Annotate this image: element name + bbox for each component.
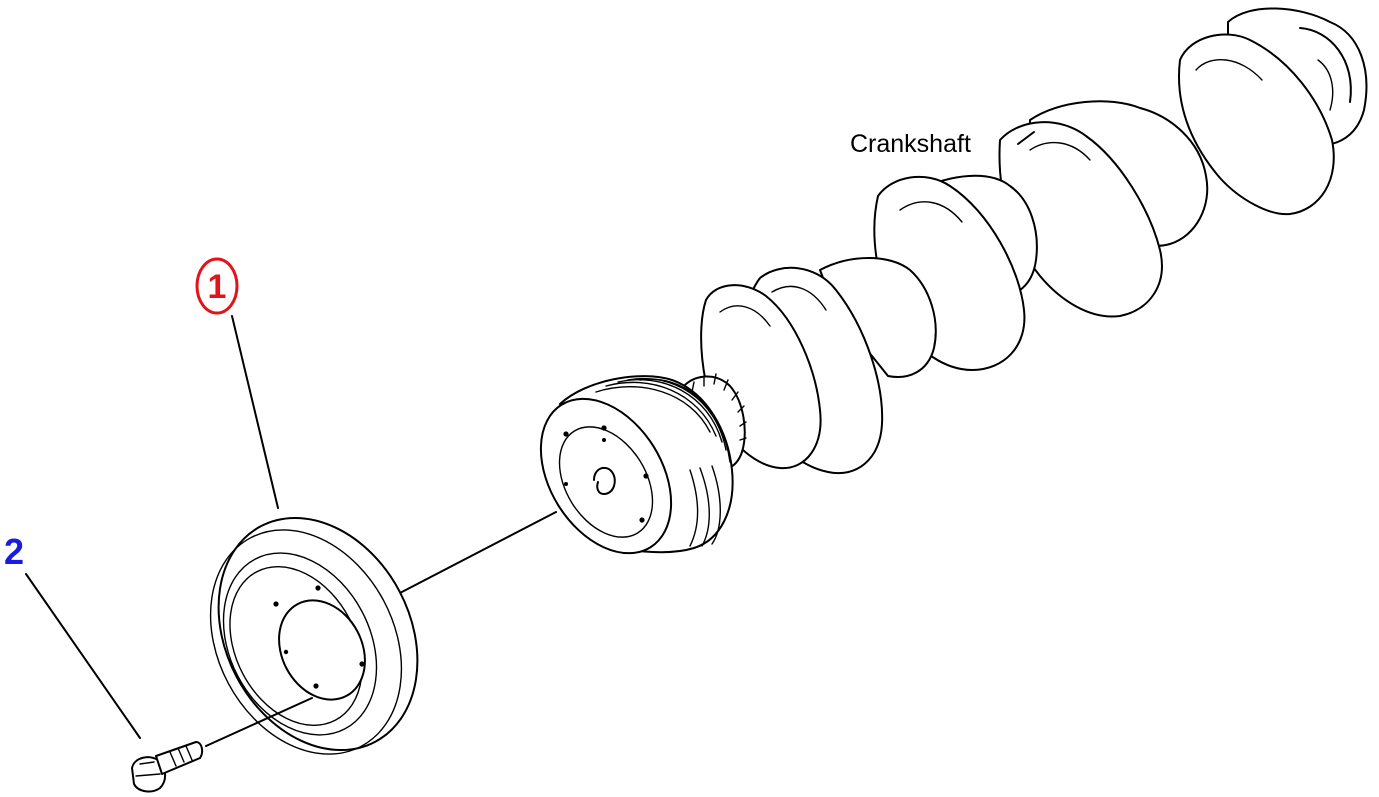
crankshaft-drawing xyxy=(680,7,1368,475)
callout-1: 1 xyxy=(195,257,239,315)
bolt-drawing xyxy=(131,741,204,793)
callout-2-number: 2 xyxy=(4,531,24,572)
crankshaft-pulley-drawing xyxy=(539,375,734,555)
callout-1-number: 1 xyxy=(208,268,227,306)
crankshaft-label: Crankshaft xyxy=(850,130,971,158)
leader-line-crankshaft xyxy=(1017,131,1035,145)
damper-pulley-drawing xyxy=(209,516,419,755)
leader-line-1 xyxy=(231,315,279,509)
leader-line-2 xyxy=(25,573,141,739)
